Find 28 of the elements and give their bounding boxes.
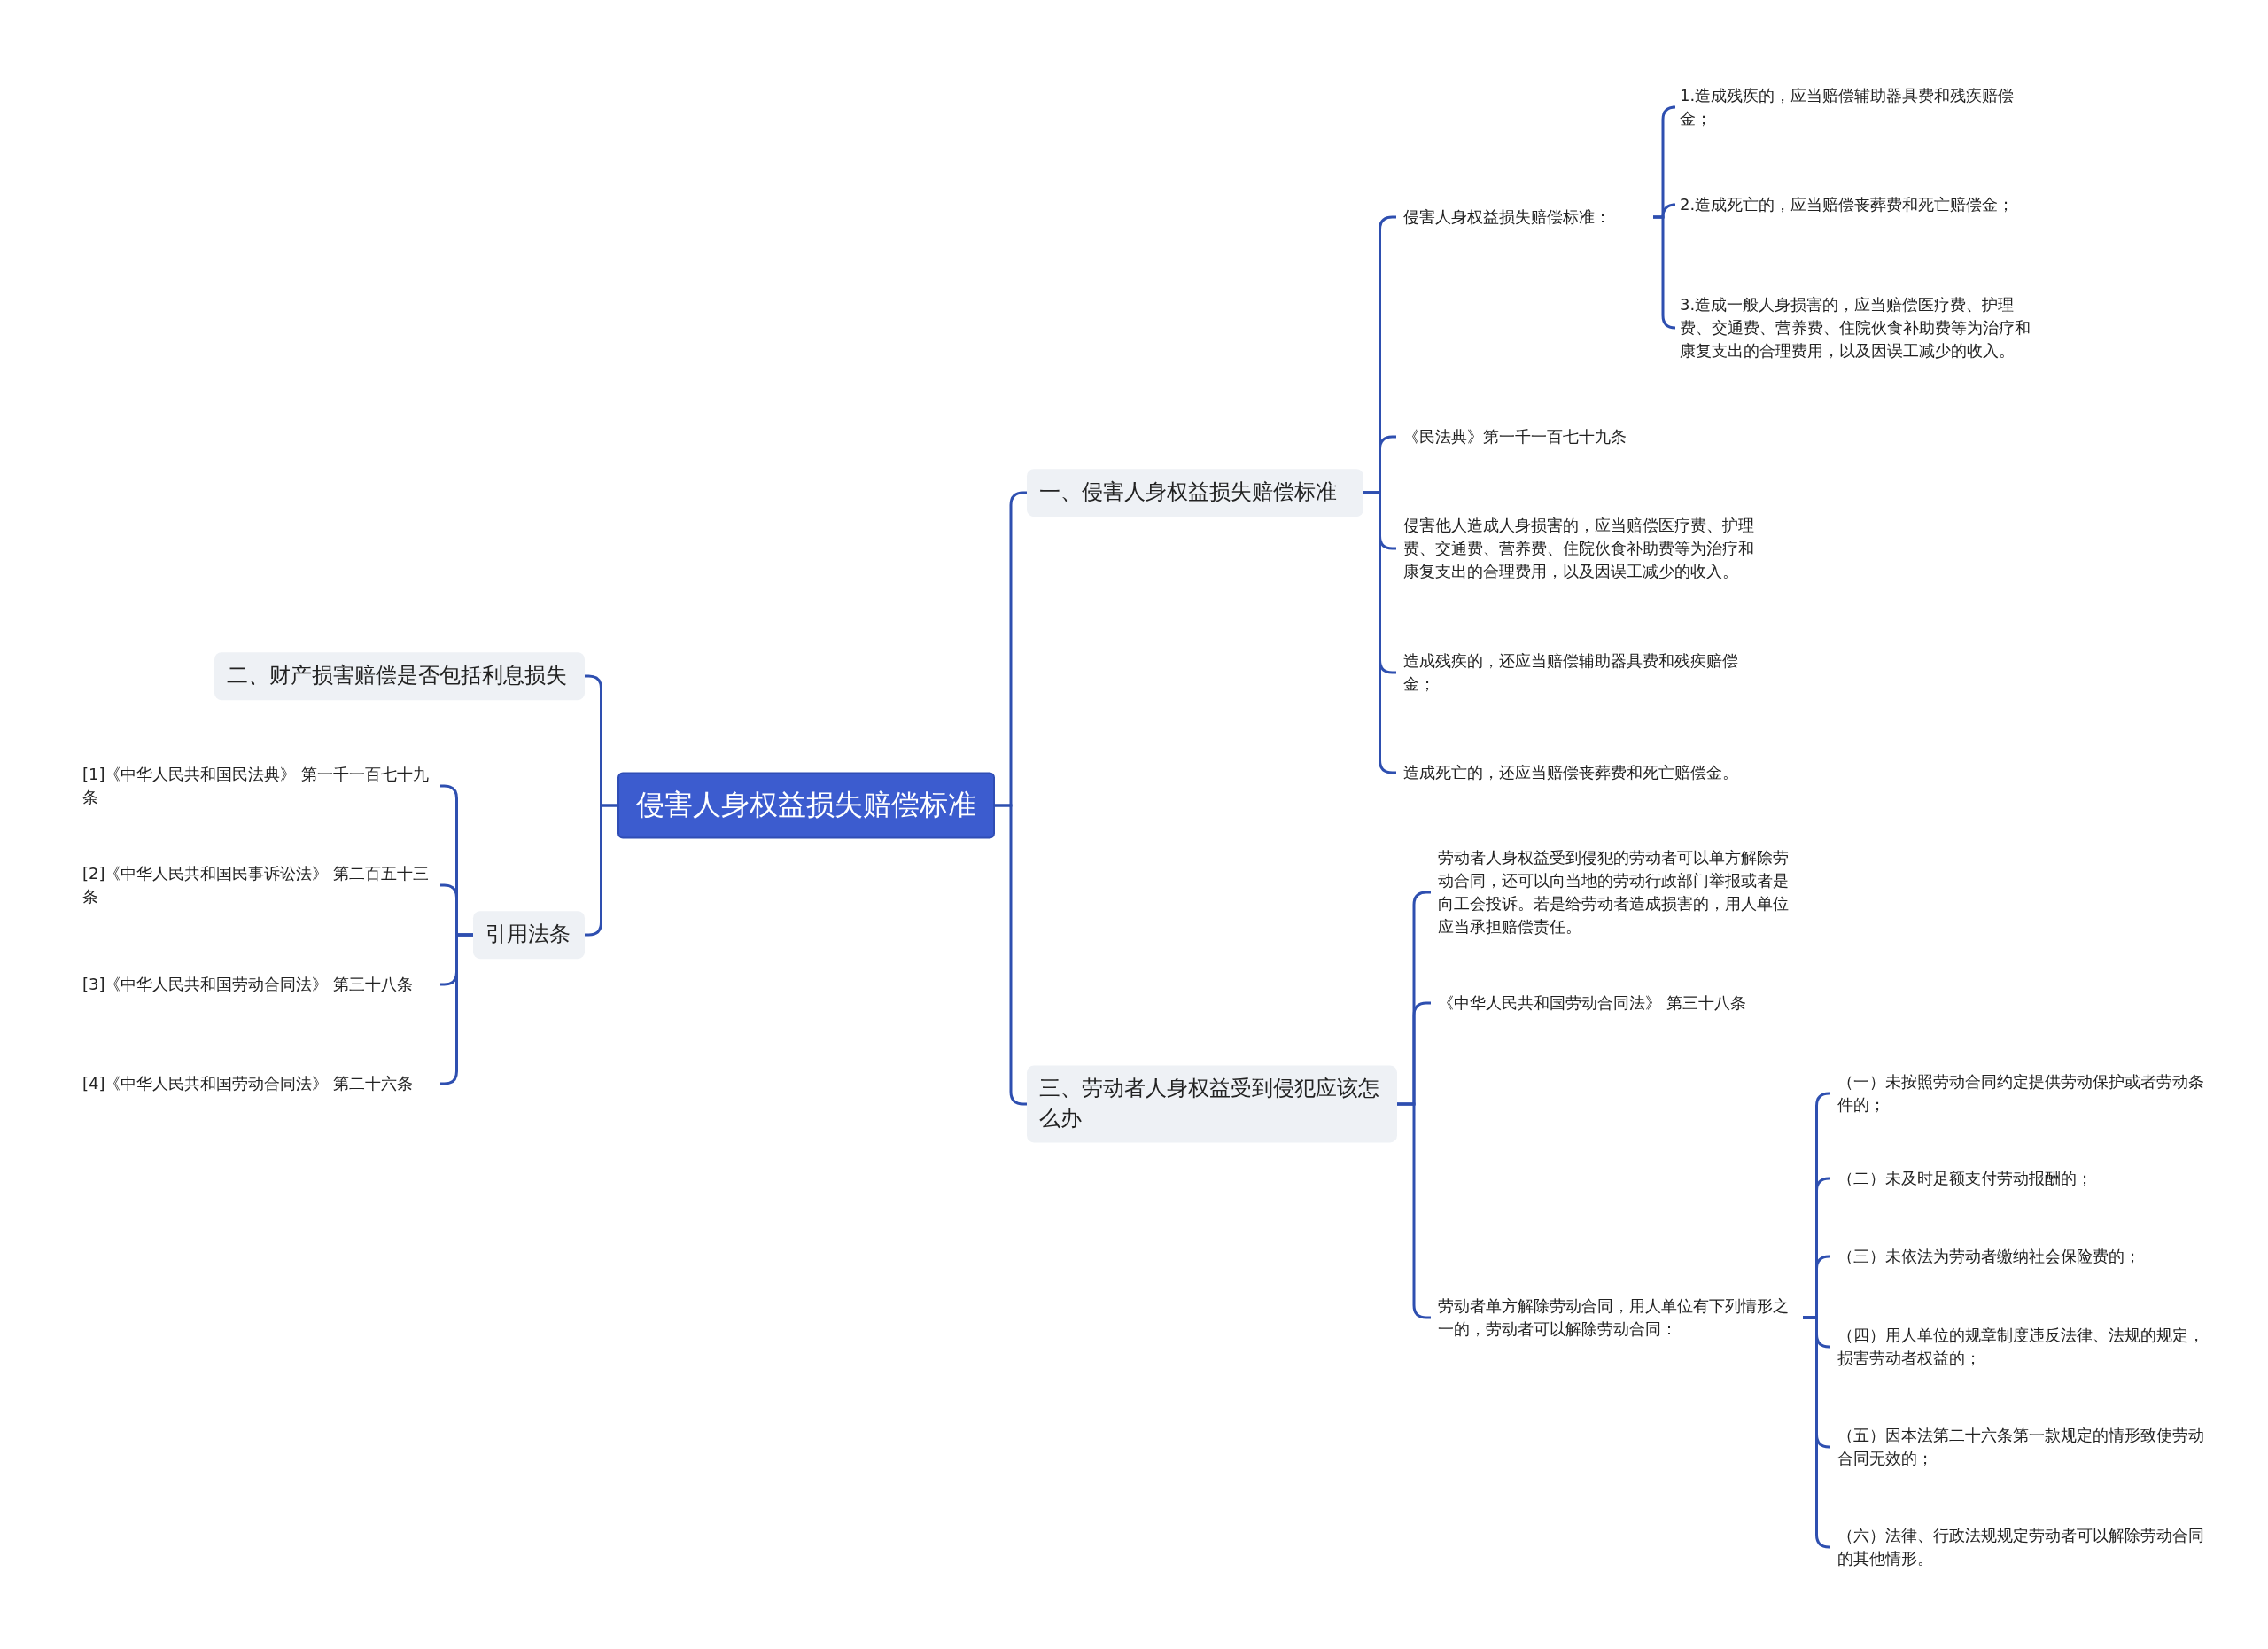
central-topic-box: 侵害人身权益损失赔偿标准 xyxy=(617,772,995,839)
subtopic-text: （三）未依法为劳动者缴纳社会保险费的； xyxy=(1830,1241,2211,1272)
subtopic-text: 3.造成一般人身损害的，应当赔偿医疗费、护理费、交通费、营养费、住院伙食补助费等为治疗和康复支出的合理费用，以及因误工减少的收入。 xyxy=(1673,289,2045,367)
subtopic-text: [1]《中华人民共和国民法典》 第一千一百七十九条 xyxy=(75,758,440,813)
connector-line xyxy=(1803,1316,1831,1549)
subtopic-text: 劳动者人身权益受到侵犯的劳动者可以单方解除劳动合同，还可以向当地的劳动行政部门举报或者是向工会投诉。若是给劳动者造成损害的，用人单位应当承担赔偿责任。 xyxy=(1431,842,1803,943)
subtopic-text: [2]《中华人民共和国民事诉讼法》 第二百五十三条 xyxy=(75,858,440,913)
subtopic-text: （四）用人单位的规章制度违反法律、法规的规定，损害劳动者权益的； xyxy=(1830,1319,2211,1374)
subtopic-text: 侵害他人造成人身损害的，应当赔偿医疗费、护理费、交通费、营养费、住院伙食补助费等为治疗和康复支出的合理费用，以及因误工减少的收入。 xyxy=(1396,509,1768,587)
subtopic-text: 《中华人民共和国劳动合同法》 第三十八条 xyxy=(1431,987,1803,1019)
topic-box: 二、财产损害赔偿是否包括利息损失 xyxy=(214,652,585,700)
subtopic-text: （二）未及时足额支付劳动报酬的； xyxy=(1830,1163,2211,1194)
subtopic-text: [3]《中华人民共和国劳动合同法》 第三十八条 xyxy=(75,968,440,1000)
connector-line xyxy=(1653,215,1677,330)
subtopic-text: 《民法典》第一千一百七十九条 xyxy=(1396,421,1768,453)
subtopic-text: （六）法律、行政法规规定劳动者可以解除劳动合同的其他情形。 xyxy=(1830,1520,2211,1575)
subtopic-text: 劳动者单方解除劳动合同，用人单位有下列情形之一的，劳动者可以解除劳动合同： xyxy=(1431,1290,1803,1345)
topic-box: 引用法条 xyxy=(473,911,585,959)
subtopic-text: 侵害人身权益损失赔偿标准： xyxy=(1396,201,1653,233)
subtopic-text: 造成残疾的，还应当赔偿辅助器具费和残疾赔偿金； xyxy=(1396,645,1768,700)
subtopic-text: 2.造成死亡的，应当赔偿丧葬费和死亡赔偿金； xyxy=(1673,189,2045,221)
topic-box: 一、侵害人身权益损失赔偿标准 xyxy=(1027,469,1363,517)
subtopic-text: 造成死亡的，还应当赔偿丧葬费和死亡赔偿金。 xyxy=(1396,757,1768,789)
subtopic-text: [4]《中华人民共和国劳动合同法》 第二十六条 xyxy=(75,1068,440,1100)
topic-box: 三、劳动者人身权益受到侵犯应该怎么办 xyxy=(1027,1065,1397,1143)
subtopic-text: （五）因本法第二十六条第一款规定的情形致使劳动合同无效的； xyxy=(1830,1420,2211,1474)
subtopic-text: 1.造成残疾的，应当赔偿辅助器具费和残疾赔偿金； xyxy=(1673,80,2045,135)
subtopic-text: （一）未按照劳动合同约定提供劳动保护或者劳动条件的； xyxy=(1830,1066,2211,1121)
